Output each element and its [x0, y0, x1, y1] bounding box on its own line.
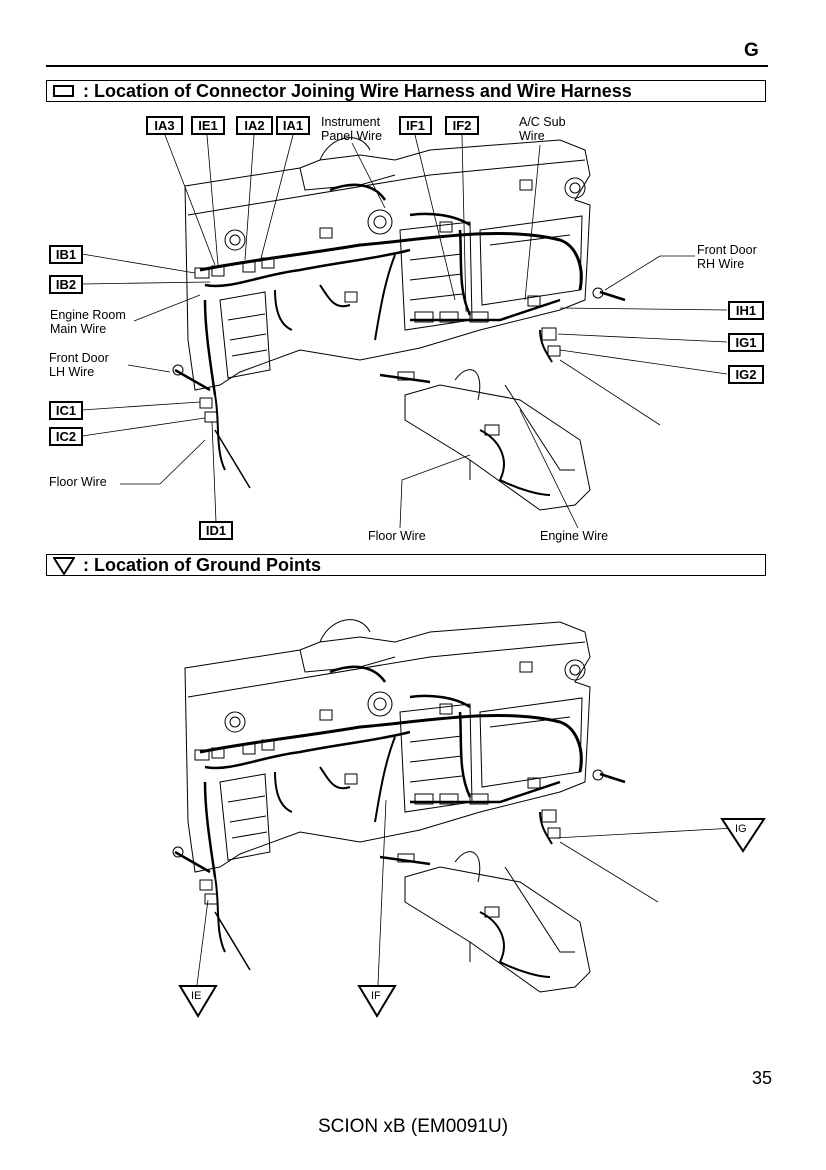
- engine-room-main-wire-line2: Main Wire: [50, 322, 107, 336]
- instrument-panel-wire-line2: Panel Wire: [321, 129, 383, 143]
- leader-lines-bottom: [196, 799, 736, 986]
- connector-ih1: IH1: [728, 301, 764, 320]
- connector-symbol-icon: [53, 85, 74, 97]
- engine-room-main-wire-line1: Engine Room: [50, 308, 126, 322]
- connector-ig1: IG1: [728, 333, 764, 352]
- floor-wire-bottom-label: Floor Wire: [368, 529, 426, 543]
- ground-if-label: IF: [371, 990, 381, 1002]
- ground-ig-triangle-icon: [720, 818, 766, 853]
- header-rule: [46, 65, 768, 67]
- section-letter: G: [744, 40, 759, 61]
- section-connector-heading: : Location of Connector Joining Wire Har…: [46, 80, 766, 102]
- front-door-lh-wire-line2: LH Wire: [49, 365, 95, 379]
- connector-ia2: IA2: [236, 116, 273, 135]
- connector-if1: IF1: [399, 116, 432, 135]
- ground-symbol-icon: [53, 557, 75, 575]
- ground-triangles: [178, 818, 766, 1018]
- connector-ib2: IB2: [49, 275, 83, 294]
- dashboard-top-drawing: [171, 136, 627, 512]
- connector-ia1: IA1: [276, 116, 310, 135]
- leader-lines-top: [81, 134, 728, 529]
- engine-room-main-wire-label: Engine Room Main Wire: [50, 308, 126, 336]
- ac-sub-wire-label: A/C Sub Wire: [519, 115, 566, 143]
- front-door-rh-wire-line2: RH Wire: [697, 257, 745, 271]
- section-ground-title: : Location of Ground Points: [83, 555, 321, 575]
- dashboard-bottom-drawing: [171, 618, 627, 994]
- ac-sub-wire-line1: A/C Sub: [519, 115, 566, 129]
- connector-ig2: IG2: [728, 365, 764, 384]
- connector-ib1: IB1: [49, 245, 83, 264]
- ground-ig-label: IG: [735, 823, 747, 835]
- front-door-rh-wire-label: Front Door RH Wire: [697, 243, 757, 271]
- instrument-panel-wire-label: Instrument Panel Wire: [321, 115, 382, 143]
- footer-title: SCION xB (EM0091U): [317, 1116, 509, 1137]
- engine-wire-label: Engine Wire: [540, 529, 609, 543]
- connector-ic1: IC1: [49, 401, 83, 420]
- section-connector-title: : Location of Connector Joining Wire Har…: [83, 81, 632, 101]
- front-door-lh-wire-label: Front Door LH Wire: [49, 351, 109, 379]
- floor-wire-left-label: Floor Wire: [49, 475, 107, 489]
- front-door-lh-wire-line1: Front Door: [49, 351, 109, 365]
- ground-if-triangle-icon: [357, 985, 397, 1018]
- page-number: 35: [752, 1068, 773, 1088]
- ground-ie-triangle-icon: [178, 985, 218, 1018]
- connector-ie1: IE1: [191, 116, 225, 135]
- section-ground-heading: : Location of Ground Points: [46, 554, 766, 576]
- connector-ic2: IC2: [49, 427, 83, 446]
- front-door-rh-wire-line1: Front Door: [697, 243, 757, 257]
- connector-if2: IF2: [445, 116, 479, 135]
- instrument-panel-wire-line1: Instrument: [321, 115, 381, 129]
- ac-sub-wire-line2: Wire: [519, 129, 545, 143]
- ground-ie-label: IE: [191, 990, 201, 1002]
- connector-id1: ID1: [199, 521, 233, 540]
- connector-ia3: IA3: [146, 116, 183, 135]
